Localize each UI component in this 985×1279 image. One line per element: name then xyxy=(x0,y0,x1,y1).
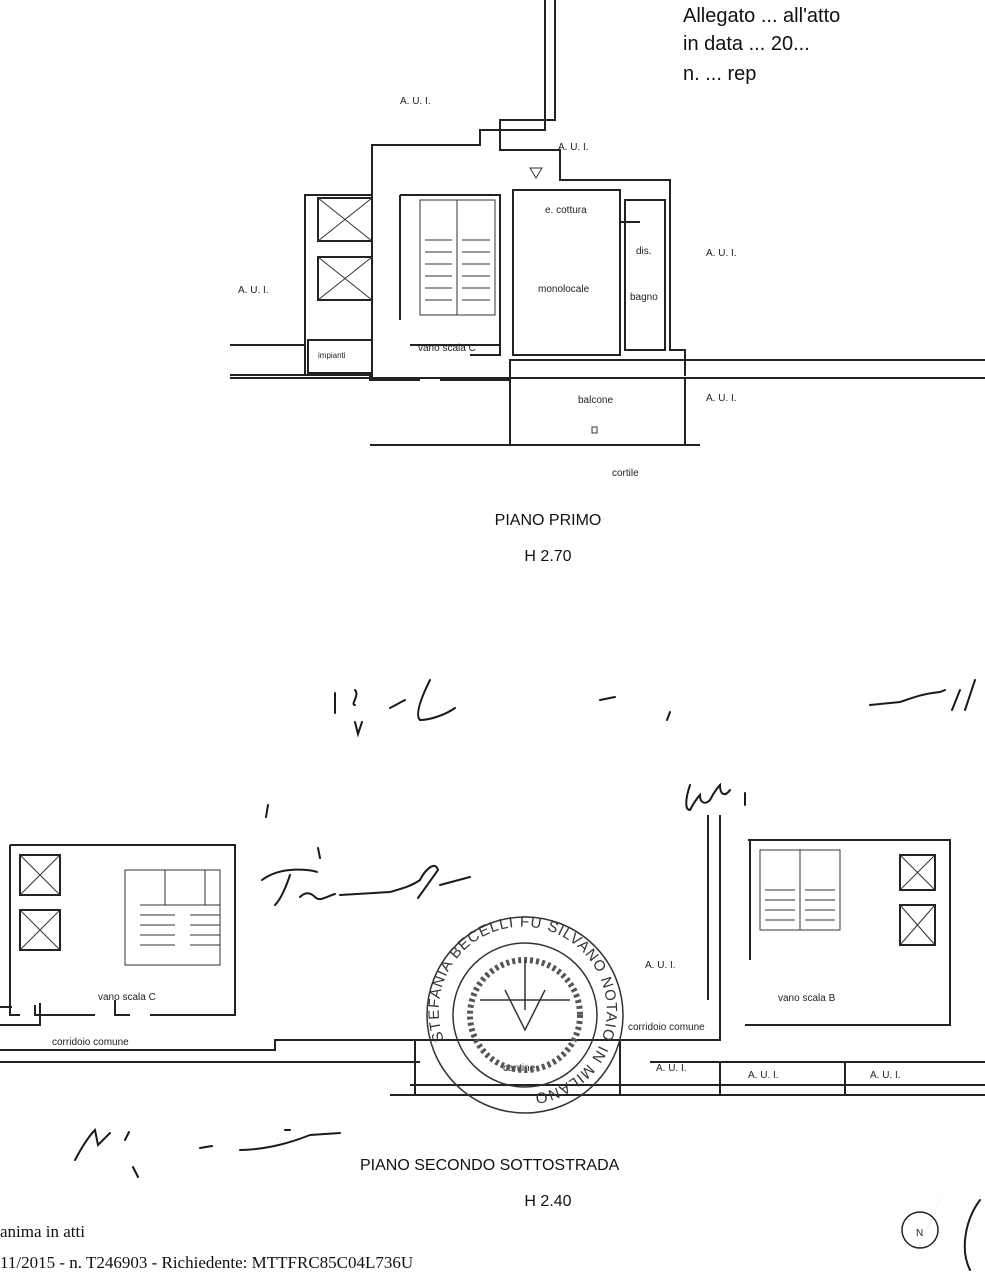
note-line-3: n. ... rep xyxy=(683,63,756,85)
footer-caption: anima in atti xyxy=(0,1222,85,1241)
note-line-2: in data ... 20... xyxy=(683,33,810,55)
handwritten-signatures xyxy=(74,679,976,1178)
room-label: balcone xyxy=(578,395,613,406)
room-label: monolocale xyxy=(538,284,590,295)
attachment-note: Allegato ... all'atto in data ... 20... … xyxy=(683,5,840,85)
room-label: vano scala B xyxy=(778,993,836,1004)
room-label: vano scala C xyxy=(98,992,156,1003)
room-label: e. cottura xyxy=(545,205,587,216)
room-label: A. U. I. xyxy=(645,960,676,971)
room-label: vano scala C xyxy=(418,343,476,354)
room-label: A. U. I. xyxy=(706,248,737,259)
footer-request-info: 11/2015 - n. T246903 - Richiedente: MTTF… xyxy=(0,1253,414,1272)
room-label: A. U. I. xyxy=(748,1070,779,1081)
floor-height: H 2.70 xyxy=(524,548,571,565)
piano-primo-labels: A. U. I. A. U. I. A. U. I. A. U. I. A. U… xyxy=(238,96,737,479)
room-label: A. U. I. xyxy=(558,142,589,153)
notary-stamp: STEFANIA BECELLI FU SILVANO NOTAIO IN MI… xyxy=(426,914,624,1114)
room-label: cortile xyxy=(612,468,639,479)
room-label: A. U. I. xyxy=(400,96,431,107)
compass-label: N xyxy=(916,1228,923,1239)
room-label: impianti xyxy=(318,351,346,360)
room-label: corridoio comune xyxy=(52,1037,129,1048)
north-compass-icon: N xyxy=(901,1190,981,1271)
room-label: bagno xyxy=(630,292,658,303)
room-label: A. U. I. xyxy=(238,285,269,296)
room-label: A. U. I. xyxy=(870,1070,901,1081)
floor-title: PIANO PRIMO xyxy=(495,512,602,529)
piano-sottostrada-plan: vano scala C corridoio comune A. U. I. c… xyxy=(0,815,985,1210)
piano-primo-plan: A. U. I. A. U. I. A. U. I. A. U. I. A. U… xyxy=(230,0,985,565)
room-label: corridoio comune xyxy=(628,1022,705,1033)
room-label: A. U. I. xyxy=(656,1063,687,1074)
floor-height: H 2.40 xyxy=(524,1193,571,1210)
room-label: A. U. I. xyxy=(706,393,737,404)
note-line-1: Allegato ... all'atto xyxy=(683,5,840,27)
floor-title: PIANO SECONDO SOTTOSTRADA xyxy=(360,1157,620,1174)
room-label: dis. xyxy=(636,246,652,257)
